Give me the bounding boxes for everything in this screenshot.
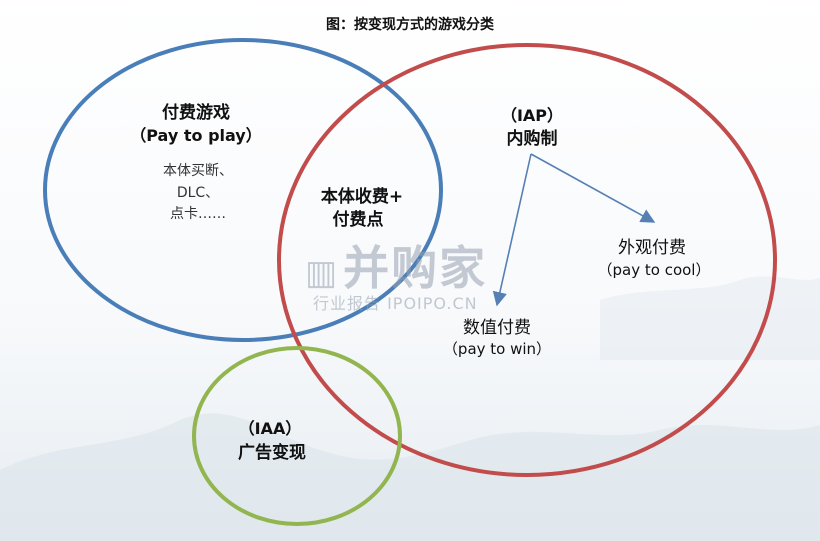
cosmetic-label-cn: 外观付费 [618,238,686,258]
background-mountains-far [600,276,820,360]
overlap-line-2: 付费点 [332,210,384,230]
iaa-label-cn: 广告变现 [238,443,306,463]
paid-example-2: DLC、 [176,185,220,201]
paid-example-1: 本体买断、 [163,163,233,179]
numeric-label-cn: 数值付费 [463,318,531,338]
cosmetic-label-en: （pay to cool） [597,261,711,279]
paid-label-cn: 付费游戏 [162,103,230,123]
overlap-line-1: 本体收费+ [320,187,404,207]
arrow-to-cosmetic [530,153,656,223]
paid-label-en: （Pay to play） [130,126,262,145]
iaa-label-en: （IAA） [238,419,302,438]
watermark-logo: ▥并购家 [305,241,488,295]
paid-games-circle [43,38,443,342]
numeric-label-en: （pay to win） [442,340,552,358]
iaa-circle [192,346,402,526]
iap-label-cn: 内购制 [506,129,558,149]
watermark-subtitle: 行业报告 IPOIPO.CN [313,294,478,313]
page-title: 图：按变现方式的游戏分类 [326,17,494,33]
background-mountains [0,413,820,541]
iap-label-en: （IAP） [500,106,564,125]
paid-example-3: 点卡…… [170,206,226,222]
watermark-bars-icon: ▥ [305,253,340,293]
arrow-to-numeric [492,153,532,307]
iap-circle [277,43,777,477]
